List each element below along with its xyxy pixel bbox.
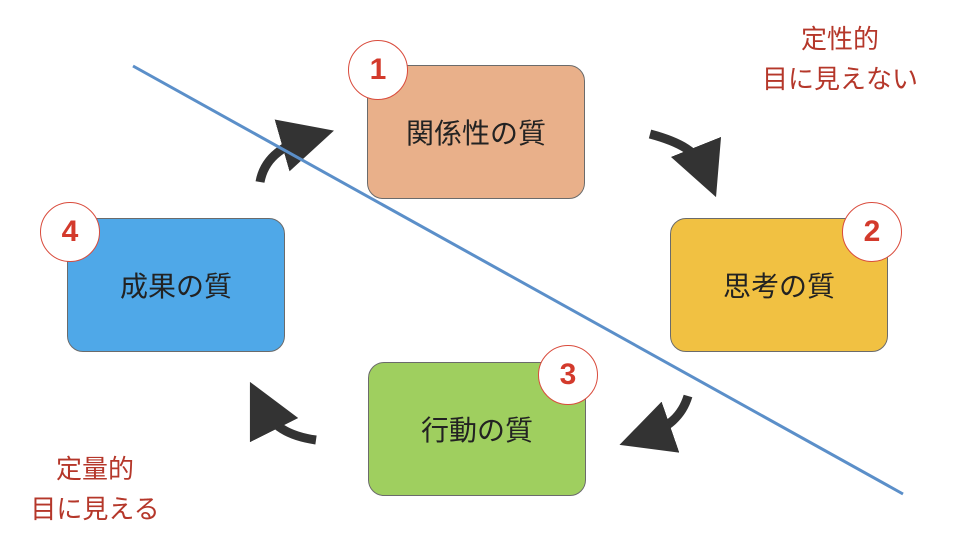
stage-number-badge-3: 3: [538, 345, 598, 405]
stage-number-badge-4: 4: [40, 202, 100, 262]
arrow-thinking-to-action-icon: [619, 394, 693, 453]
quantitative-note-line1: 定量的: [55, 455, 134, 485]
arrow-result-to-relation-icon: [255, 119, 334, 184]
quantitative-note: 定量的 目に見える: [10, 450, 180, 530]
stage-label-action: 行動の質: [420, 414, 533, 447]
qualitative-note-line2: 目に見えない: [761, 65, 918, 95]
stage-number-badge-1: 1: [348, 40, 408, 100]
quantitative-note-line2: 目に見える: [30, 495, 160, 525]
stage-label-thinking: 思考の質: [722, 270, 835, 303]
qualitative-note-line1: 定性的: [800, 25, 879, 55]
stage-box-result: 成果の質: [67, 218, 285, 352]
qualitative-note: 定性的 目に見えない: [730, 20, 950, 100]
stage-label-relation: 関係性の質: [405, 117, 546, 150]
arrow-action-to-result-icon: [249, 381, 317, 445]
stage-label-result: 成果の質: [119, 270, 232, 303]
stage-number-badge-2: 2: [842, 202, 902, 262]
arrow-relation-to-thinking-icon: [648, 129, 722, 198]
